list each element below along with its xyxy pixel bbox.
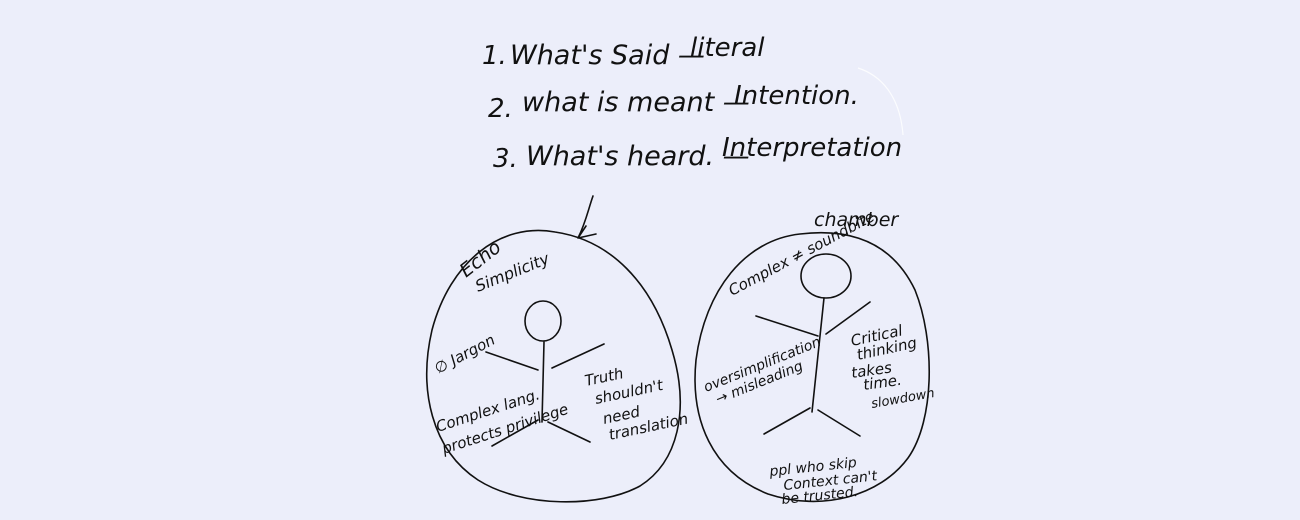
echo-circle-outline xyxy=(426,229,682,503)
chamber-figure-body xyxy=(811,297,825,413)
chamber-figure-head xyxy=(800,253,852,299)
list-meaning-2: Intention. xyxy=(734,81,859,111)
faint-scribble xyxy=(857,67,904,136)
echo-figure-arms xyxy=(485,343,605,371)
list-term-1: What's Said — xyxy=(510,40,705,71)
list-meaning-1: literal xyxy=(690,33,765,63)
echo-circle: Echo Simplicity ∅ Jargon Complex lang. p… xyxy=(426,195,690,503)
chamber-label: chamber xyxy=(814,209,899,231)
chamber-critical-line3: takes xyxy=(850,358,893,382)
list-number-3: 3. xyxy=(493,144,518,174)
chamber-ppl-line3: be trusted. xyxy=(781,484,859,508)
chamber-circle: chamber Complex ≠ soundbite oversimplifi… xyxy=(694,207,936,508)
echo-jargon-note: ∅ Jargon xyxy=(431,331,498,378)
chamber-circle-outline xyxy=(694,231,930,503)
chamber-figure-legs xyxy=(763,407,861,437)
list-term-2: what is meant — xyxy=(522,87,750,118)
list-term-3: What's heard. — xyxy=(526,141,750,172)
echo-pointer-arrow xyxy=(577,195,597,239)
chamber-complex-note: Complex ≠ soundbite xyxy=(725,207,877,299)
echo-figure-body xyxy=(541,341,545,423)
chamber-figure-arms xyxy=(755,301,871,337)
echo-figure-head xyxy=(524,300,562,342)
echo-figure-legs xyxy=(491,419,591,447)
list-number-1: 1. xyxy=(482,41,507,71)
list-meaning-3: Interpretation xyxy=(722,133,902,163)
chamber-critical-line4: time. xyxy=(862,371,903,394)
definition-list: 1. What's Said — literal 2. what is mean… xyxy=(482,33,902,174)
list-number-2: 2. xyxy=(488,94,513,124)
